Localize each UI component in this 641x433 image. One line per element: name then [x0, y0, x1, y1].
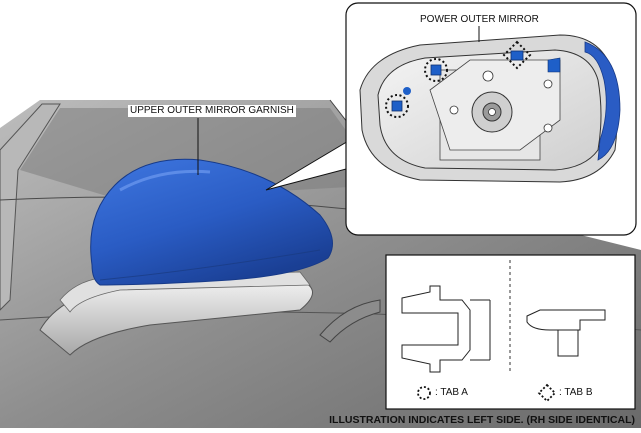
legend-tab-b-label: : TAB B: [559, 387, 593, 398]
legend-tab-b-icon: [537, 383, 557, 403]
legend-tab-a-icon: [417, 386, 431, 400]
clip-dot: [403, 87, 411, 95]
upper-outer-mirror-garnish: [90, 158, 333, 286]
caption: ILLUSTRATION INDICATES LEFT SIDE. (RH SI…: [329, 414, 635, 426]
tab-b-marker: [502, 40, 532, 70]
clip-a-1: [391, 100, 403, 112]
tab-b-profile: [526, 309, 606, 331]
tab-a-marker-1: [385, 94, 409, 118]
clip-b-1: [510, 50, 524, 61]
power-mirror-label: POWER OUTER MIRROR: [418, 14, 541, 26]
power-mirror-inset: [345, 2, 637, 236]
legend-tab-a-label: : TAB A: [435, 387, 468, 398]
clip-a-2: [430, 64, 442, 76]
tab-a-profile: [401, 285, 471, 373]
upper-garnish-label: UPPER OUTER MIRROR GARNISH: [128, 105, 296, 117]
tab-detail-inset: [385, 254, 636, 410]
tab-a-marker-2: [424, 58, 448, 82]
